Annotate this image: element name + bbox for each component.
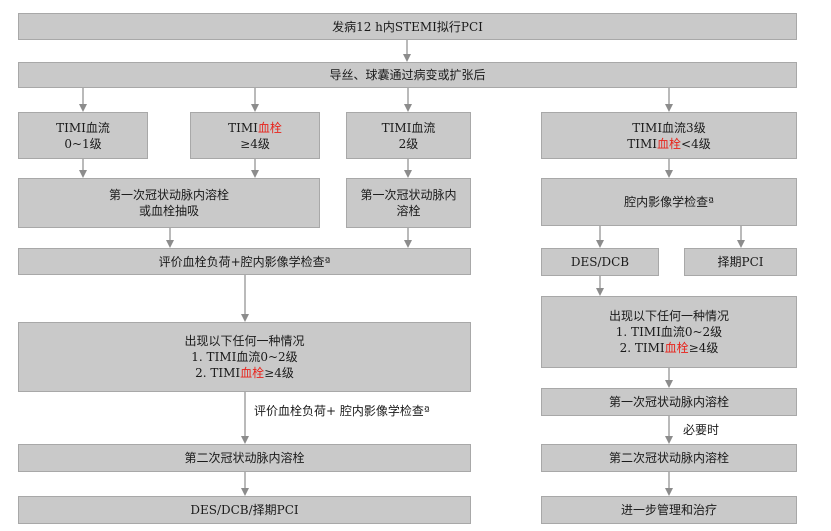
node-either-condition-right: 出现以下任何一种情况 1. TIMI血流0~2级 2. TIMI血栓≥4级 (541, 296, 797, 368)
imaging-right-label: 腔内影像学检查ª (624, 195, 714, 209)
timi01-line1: TIMI血流 (56, 120, 110, 135)
either-left-item2: 2. TIMI血栓≥4级 (195, 366, 294, 380)
node-first-intracoronary-right: 第一次冠状动脉内溶栓 (541, 388, 797, 416)
node-top-label: 发病12 h内STEMI拟行PCI (332, 19, 483, 34)
either-right-item2: 2. TIMI血栓≥4级 (619, 341, 719, 355)
timi3-line2: TIMI血栓<4级 (627, 136, 711, 151)
timi2-line2: 2级 (398, 136, 419, 151)
edge-label-if-needed: 必要时 (683, 423, 720, 437)
thrombus4-line2: ≥4级 (240, 136, 270, 151)
node-final-right: 进一步管理和治疗 (541, 496, 797, 524)
final-right-label: 进一步管理和治疗 (620, 503, 717, 517)
node-either-condition-left: 出现以下任何一种情况 1. TIMI血流0~2级 2. TIMI血栓≥4级 (18, 322, 471, 392)
thrombus-highlight: 血栓 (240, 366, 265, 380)
second-right-label: 第二次冠状动脉内溶栓 (608, 451, 729, 465)
node-timi-flow-2: TIMI血流 2级 (346, 112, 471, 159)
node-second-intracoronary-right: 第二次冠状动脉内溶栓 (541, 444, 797, 472)
thrombus-highlight: 血栓 (257, 120, 282, 135)
node-first-intracoronary-or-aspiration: 第一次冠状动脉内溶栓 或血栓抽吸 (18, 178, 320, 228)
timi2-line1: TIMI血流 (381, 120, 436, 135)
node-timi-thrombus-4: TIMI血栓 ≥4级 (190, 112, 320, 159)
node-top: 发病12 h内STEMI拟行PCI (18, 13, 797, 40)
second-left-label: 第二次冠状动脉内溶栓 (184, 451, 305, 465)
either-left-item1: 1. TIMI血流0~2级 (191, 350, 298, 364)
either-left-title: 出现以下任何一种情况 (184, 334, 305, 348)
node-elective-pci: 择期PCI (684, 248, 797, 276)
node-des-dcb: DES/DCB (541, 248, 659, 276)
first-mid-line1: 第一次冠状动脉内 (360, 188, 457, 202)
either-right-title: 出现以下任何一种情况 (608, 309, 729, 323)
thrombus-highlight: 血栓 (664, 341, 689, 355)
node-wire: 导丝、球囊通过病变或扩张后 (18, 62, 797, 88)
elective-pci-label: 择期PCI (717, 255, 764, 269)
node-first-intracoronary-mid: 第一次冠状动脉内 溶栓 (346, 178, 471, 228)
assess-left-label: 评价血栓负荷+腔内影像学检查ª (158, 254, 331, 269)
timi3-line1: TIMI血流3级 (632, 120, 706, 135)
thrombus4-line1: TIMI血栓 (228, 120, 282, 135)
first-left-line2: 或血栓抽吸 (138, 204, 199, 218)
first-right-label: 第一次冠状动脉内溶栓 (608, 395, 729, 409)
timi01-line2: 0~1级 (64, 136, 102, 151)
node-final-left: DES/DCB/择期PCI (18, 496, 471, 524)
edge-label-assess-again: 评价血栓负荷+ 腔内影像学检查ª (254, 404, 430, 418)
either-right-item1: 1. TIMI血流0~2级 (615, 325, 723, 339)
node-intravascular-imaging: 腔内影像学检查ª (541, 178, 797, 226)
first-left-line1: 第一次冠状动脉内溶栓 (108, 188, 229, 202)
node-second-intracoronary-left: 第二次冠状动脉内溶栓 (18, 444, 471, 472)
node-assess-thrombus-imaging: 评价血栓负荷+腔内影像学检查ª (18, 248, 471, 275)
node-wire-label: 导丝、球囊通过病变或扩张后 (329, 68, 486, 82)
first-mid-line2: 溶栓 (396, 204, 421, 218)
des-dcb-label: DES/DCB (570, 255, 630, 269)
node-timi-flow-0-1: TIMI血流 0~1级 (18, 112, 148, 159)
final-left-label: DES/DCB/择期PCI (190, 503, 299, 517)
node-timi-flow-3: TIMI血流3级 TIMI血栓<4级 (541, 112, 797, 159)
thrombus-highlight: 血栓 (657, 136, 682, 151)
